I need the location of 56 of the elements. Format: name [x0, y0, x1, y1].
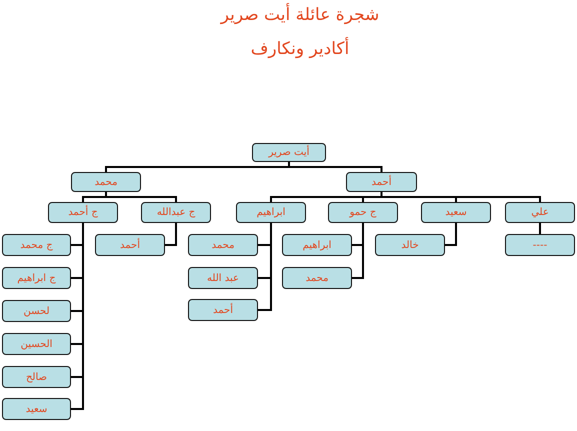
person-box [505, 234, 575, 256]
person-box [421, 202, 491, 223]
person-box [48, 202, 118, 223]
person-box [188, 267, 258, 289]
person-name: ابراهيم [256, 207, 286, 218]
person-name: أحمد [120, 240, 140, 250]
person-name: سعيد [26, 404, 48, 414]
person-box [188, 234, 258, 256]
person-box [141, 202, 211, 223]
person-name: سعيد [445, 207, 467, 218]
person-name: ابراهيم [302, 240, 332, 250]
person-box [236, 202, 306, 223]
person-box [188, 299, 258, 321]
person-name: ج محمد [20, 240, 53, 250]
person-box [282, 234, 352, 256]
person-name: ج ابراهيم [17, 272, 56, 284]
person-box [346, 172, 417, 192]
person-box [252, 143, 326, 162]
person-name: ج حمو [350, 207, 376, 218]
connector-line [270, 192, 382, 202]
person-box [2, 398, 71, 420]
subtitle: أكادير ونكارف [250, 39, 350, 59]
connector-line [165, 223, 177, 246]
connector-line [71, 223, 84, 410]
person-name: أيت صرير [268, 147, 310, 158]
person-name: الحسين [20, 338, 52, 350]
person-name: محمد [94, 176, 118, 188]
connector-line [105, 162, 290, 172]
person-name: أحمد [372, 176, 392, 188]
person-box [282, 267, 352, 289]
person-name: عبد الله [207, 272, 239, 284]
person-box [2, 267, 71, 289]
person-box [71, 172, 141, 192]
person-name: محمد [306, 272, 328, 284]
diagram-title: شجرة عائلة أيت صرير [219, 5, 380, 25]
person-name: لحسن [23, 306, 50, 316]
person-name: ج عبدالله [156, 207, 196, 218]
person-name: صالح [26, 372, 48, 382]
person-box [375, 234, 445, 256]
person-name: علي [531, 207, 549, 218]
person-name: ج أحمد [68, 207, 98, 218]
person-name: ---- [532, 240, 548, 250]
person-name: أحمد [213, 304, 233, 316]
person-box [95, 234, 165, 256]
person-name: محمد [212, 240, 234, 250]
person-name: خالد [401, 240, 419, 250]
connector-line [539, 223, 541, 234]
person-box [2, 333, 71, 355]
person-box [2, 366, 71, 388]
person-box [505, 202, 575, 223]
person-box [328, 202, 398, 223]
person-box [2, 234, 71, 256]
connector-line [258, 223, 272, 311]
connector-line [82, 192, 107, 202]
connector-line [445, 223, 457, 246]
person-box [2, 300, 71, 322]
